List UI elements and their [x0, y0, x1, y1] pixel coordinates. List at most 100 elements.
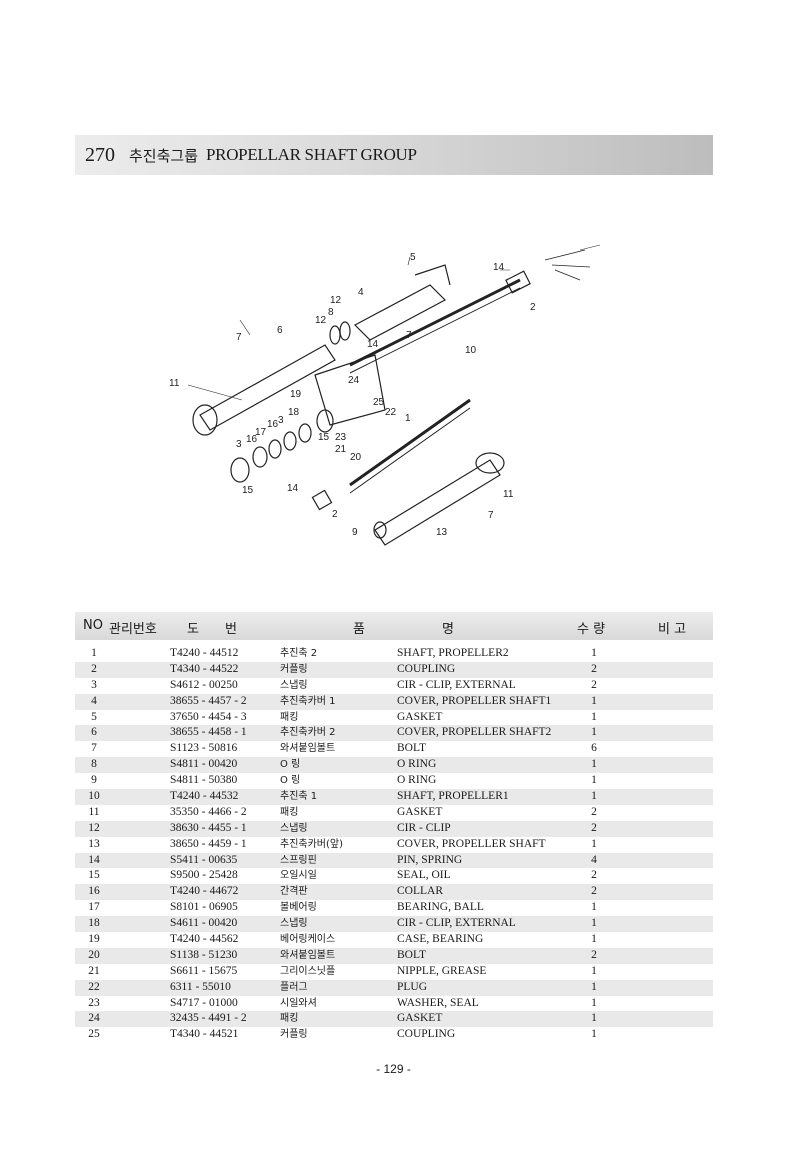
row-korean-name: 추진축 2	[280, 648, 318, 659]
row-qty: 2	[591, 885, 597, 898]
row-no: 12	[88, 821, 100, 834]
callout-22: 21	[335, 444, 347, 455]
row-english-name: WASHER, SEAL	[397, 996, 479, 1009]
row-part-number: S4811 - 00420	[170, 758, 238, 771]
row-part-number: 38655 - 4457 - 2	[170, 694, 247, 707]
row-korean-name: O 링	[280, 759, 301, 771]
callout-3: 3	[278, 415, 284, 426]
cover-13	[374, 459, 501, 546]
header-bun: 번	[225, 622, 237, 637]
row-qty: 1	[591, 710, 597, 723]
row-english-name: PIN, SPRING	[397, 853, 463, 866]
row-korean-name: 추진축카버(앞)	[280, 838, 344, 850]
section-title-bar: 270 추진축그룹 PROPELLAR SHAFT GROUP	[75, 135, 713, 175]
row-english-name: CIR - CLIP, EXTERNAL	[397, 678, 516, 691]
row-korean-name: 간격판	[280, 886, 308, 898]
callout-13: 13	[436, 527, 448, 538]
section-number: 270	[85, 143, 115, 166]
row-part-number: S8101 - 06905	[170, 901, 238, 914]
row-english-name: SEAL, OIL	[397, 869, 451, 882]
bearing-case	[314, 354, 386, 426]
row-qty: 2	[591, 869, 597, 882]
row-no: 14	[88, 853, 100, 866]
callout-14-bottom: 14	[287, 483, 299, 494]
row-part-number: 6311 - 55010	[170, 980, 231, 993]
row-qty: 2	[591, 948, 597, 961]
row-korean-name: 와셔붙임볼트	[280, 743, 336, 755]
flange-11-top	[192, 404, 218, 436]
row-korean-name: 추진축카버 1	[280, 695, 336, 707]
row-qty: 1	[591, 996, 597, 1009]
row-no: 15	[88, 869, 100, 882]
row-qty: 1	[591, 901, 597, 914]
section-title-korean: 추진축그룹	[129, 146, 199, 165]
row-no: 10	[88, 790, 100, 803]
row-no: 5	[91, 710, 97, 723]
row-part-number: T4340 - 44521	[170, 1028, 239, 1041]
row-qty: 1	[591, 933, 597, 946]
row-qty: 1	[591, 1028, 597, 1041]
callout-7-right: 7	[488, 510, 494, 521]
callout-16-b: 16	[246, 434, 258, 445]
callout-5: 5	[410, 252, 416, 263]
callout-1: 1	[405, 413, 411, 424]
row-part-number: 37650 - 4454 - 3	[170, 710, 247, 723]
row-qty: 2	[591, 805, 597, 818]
row-english-name: PLUG	[397, 980, 428, 993]
callout-24: 24	[348, 375, 360, 386]
row-no: 1	[91, 647, 97, 659]
flange-11-bottom	[475, 452, 505, 474]
row-part-number: 38650 - 4459 - 1	[170, 837, 247, 850]
callout-3-b: 3	[236, 439, 242, 450]
row-english-name: CASE, BEARING	[397, 933, 484, 946]
row-part-number: T4240 - 44532	[170, 790, 239, 803]
row-part-number: S4811 - 50380	[170, 774, 238, 787]
row-part-number: T4240 - 44562	[170, 933, 239, 946]
row-qty: 2	[591, 662, 597, 675]
row-korean-name: 스프링핀	[280, 854, 317, 866]
callout-8: 8	[328, 307, 334, 318]
row-qty: 4	[591, 853, 597, 866]
row-english-name: COUPLING	[397, 662, 456, 675]
callout-7-left: 7	[236, 332, 242, 343]
row-no: 9	[91, 774, 97, 787]
row-part-number: T4240 - 44672	[170, 885, 239, 898]
callout-12-a: 12	[330, 295, 342, 306]
header-qty: 수 량	[577, 622, 606, 637]
row-korean-name: 패킹	[280, 806, 299, 818]
row-english-name: SHAFT, PROPELLER2	[397, 647, 509, 659]
row-part-number: S4611 - 00420	[170, 917, 238, 930]
row-english-name: CIR - CLIP, EXTERNAL	[397, 917, 516, 930]
header-remarks: 비 고	[658, 622, 687, 637]
row-english-name: COLLAR	[397, 885, 443, 898]
row-korean-name: 시일와셔	[280, 997, 317, 1009]
row-qty: 1	[591, 726, 597, 739]
row-no: 4	[91, 694, 97, 707]
callout-18: 18	[288, 407, 300, 418]
row-no: 19	[88, 933, 100, 946]
row-no: 2	[91, 662, 97, 675]
row-no: 24	[88, 1012, 100, 1025]
shaft-middle	[349, 398, 471, 487]
row-qty: 1	[591, 647, 597, 659]
row-english-name: BOLT	[397, 948, 426, 961]
exploded-parts-diagram: 5 14 2 4 12 12 8 6 7 7 10 14 11 24 19 25…	[160, 235, 601, 555]
header-do: 도	[187, 622, 199, 637]
row-korean-name: 커플링	[280, 1029, 308, 1041]
row-no: 23	[88, 996, 100, 1009]
row-english-name: COUPLING	[397, 1028, 456, 1041]
callout-16-a: 16	[267, 419, 279, 430]
row-no: 16	[88, 885, 100, 898]
row-english-name: BEARING, BALL	[397, 901, 484, 914]
row-qty: 6	[591, 742, 597, 755]
